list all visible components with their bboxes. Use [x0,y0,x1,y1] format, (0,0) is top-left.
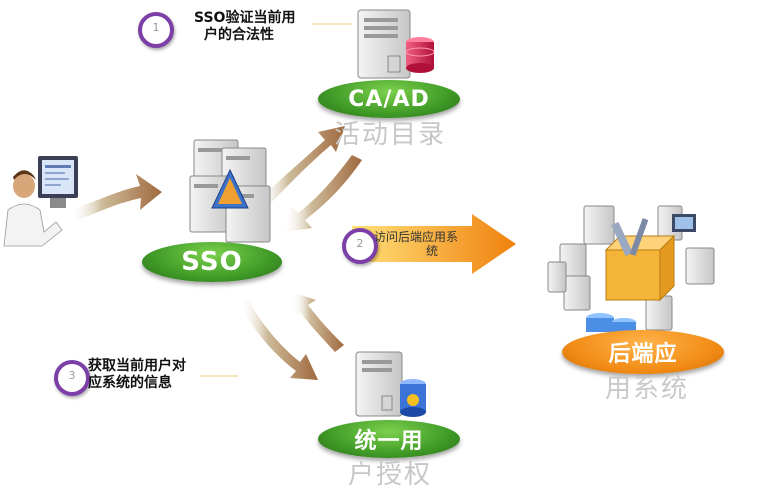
user-at-computer-icon [3,156,78,247]
note-step-middle: 访问后端应用系 统 [374,230,458,258]
backend-title: 后端应 [608,342,678,367]
arrow-user-to-sso [70,174,162,222]
step-badge-bottom: 3 [54,360,90,396]
note-step-top-line1: SSO验证当前用 [194,10,296,26]
step-badge-top: 1 [138,12,174,48]
note-step-bottom: 获取当前用户对 应系统的信息 [88,358,186,392]
authorization-server-icon [355,351,426,417]
step-badge-middle: 2 [342,228,378,264]
directory-server-icon [357,9,435,79]
ca-ad-title: CA/AD [348,86,430,112]
arrow-sso-to-ca [258,126,345,206]
application-servers-icon [547,205,715,334]
arrow-sso-to-authz [240,300,318,380]
arrow-authz-to-sso [292,292,344,352]
arrow-ca-to-sso [283,155,362,232]
note-step-bottom-line1: 获取当前用户对 [88,358,186,374]
authz-title: 统一用 [354,429,424,454]
ca-ad-subtitle: 活动目录 [333,120,446,150]
authz-label: 统一用 [318,420,460,458]
backend-label: 后端应 [562,330,724,374]
sso-title: SSO [181,247,243,277]
backend-subtitle: 用系统 [604,374,689,404]
authz-subtitle: 户授权 [347,460,432,490]
server-cluster-icon [189,139,271,243]
ca-ad-label: CA/AD [318,80,460,118]
arrow-access-backend [352,214,516,274]
note-step-middle-line2: 统 [426,244,439,258]
note-step-bottom-line2: 应系统的信息 [88,375,172,391]
note-step-top-line2: 户的合法性 [204,27,274,43]
note-step-middle-line1: 访问后端应用系 [374,230,459,244]
note-step-top: SSO验证当前用 户的合法性 [194,10,295,44]
sso-label: SSO [142,242,282,282]
